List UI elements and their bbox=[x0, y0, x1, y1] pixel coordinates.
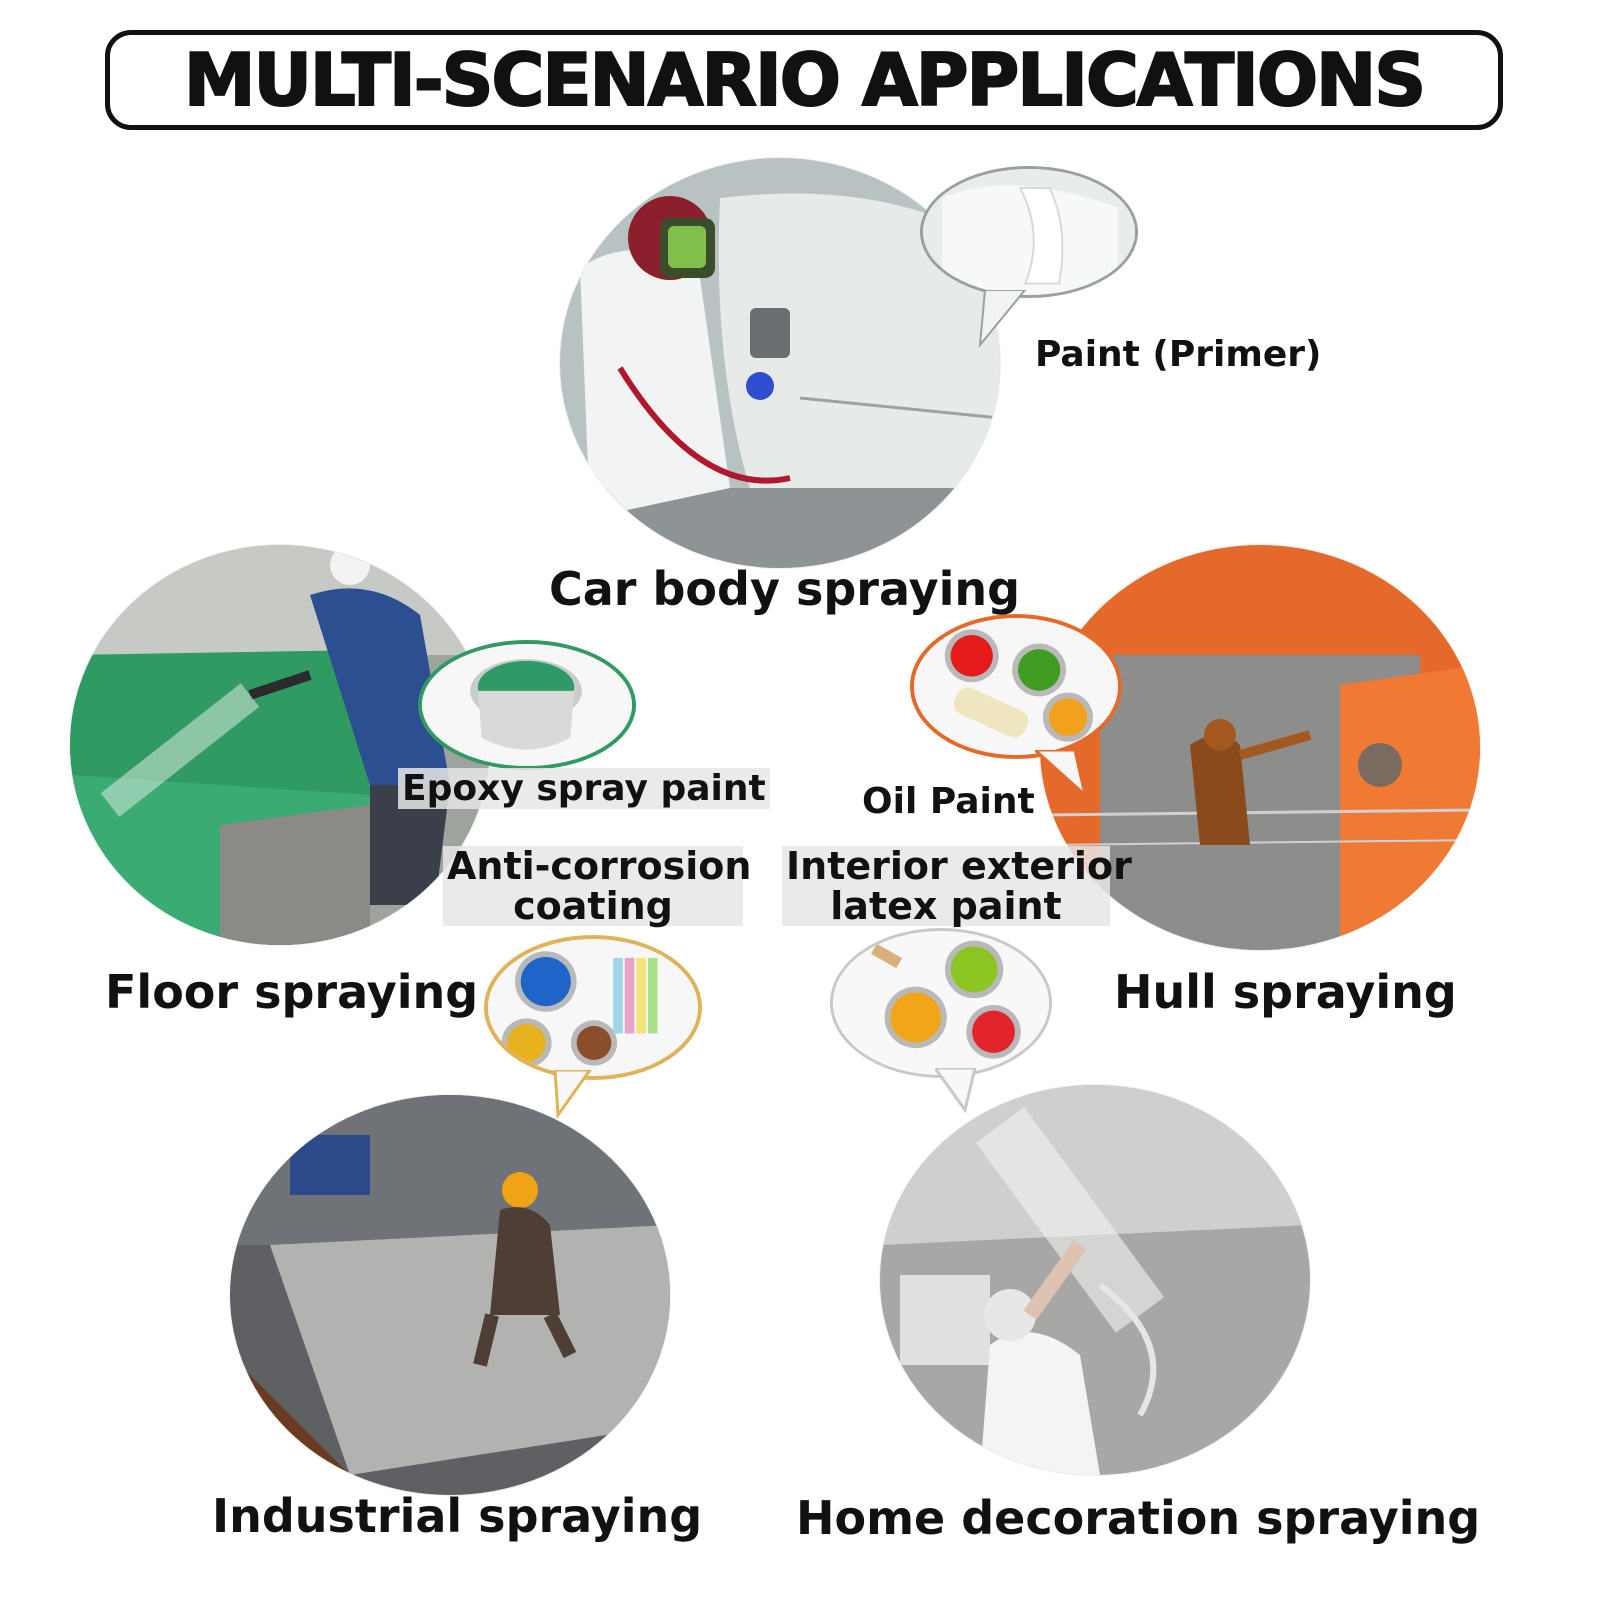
page-title: MULTI-SCENARIO APPLICATIONS bbox=[183, 37, 1427, 123]
paint-primer-bubble-tail bbox=[978, 290, 1027, 349]
epoxy-paint-bubble-image bbox=[418, 640, 636, 770]
home-decoration-spraying-label: Home decoration spraying bbox=[796, 1491, 1481, 1545]
oil-paint-bubble-tail bbox=[1035, 750, 1088, 800]
oil-paint-bubble-image bbox=[910, 614, 1122, 759]
home-decoration-scene-image bbox=[880, 1085, 1310, 1475]
paint-primer-label: Paint (Primer) bbox=[1035, 334, 1322, 375]
floor-spraying-label: Floor spraying bbox=[105, 965, 479, 1019]
hull-spraying-label: Hull spraying bbox=[1114, 965, 1457, 1019]
anti-corrosion-line2: coating bbox=[513, 884, 673, 928]
floor-scene-image bbox=[70, 545, 490, 945]
latex-paint-bubble-image bbox=[830, 928, 1052, 1078]
industrial-scene-image bbox=[230, 1095, 670, 1495]
anti-corrosion-bubble-tail bbox=[553, 1070, 592, 1120]
paint-primer-bubble-image bbox=[920, 166, 1138, 298]
latex-paint-line1: Interior exterior bbox=[786, 844, 1132, 888]
car-body-spraying-label: Car body spraying bbox=[549, 562, 1021, 616]
anti-corrosion-line1: Anti-corrosion bbox=[447, 844, 752, 888]
anti-corrosion-bubble-image bbox=[484, 935, 702, 1080]
industrial-spraying-label: Industrial spraying bbox=[212, 1489, 703, 1543]
title-banner: MULTI-SCENARIO APPLICATIONS bbox=[105, 30, 1503, 130]
latex-paint-label: Interior exterior latex paint bbox=[782, 844, 1132, 928]
anti-corrosion-label: Anti-corrosion coating bbox=[443, 844, 752, 928]
latex-paint-bubble-tail bbox=[935, 1068, 977, 1113]
epoxy-spray-paint-label: Epoxy spray paint bbox=[398, 768, 770, 809]
hull-scene-image bbox=[1040, 545, 1480, 950]
latex-paint-line2: latex paint bbox=[830, 884, 1062, 928]
oil-paint-label: Oil Paint bbox=[862, 781, 1035, 822]
